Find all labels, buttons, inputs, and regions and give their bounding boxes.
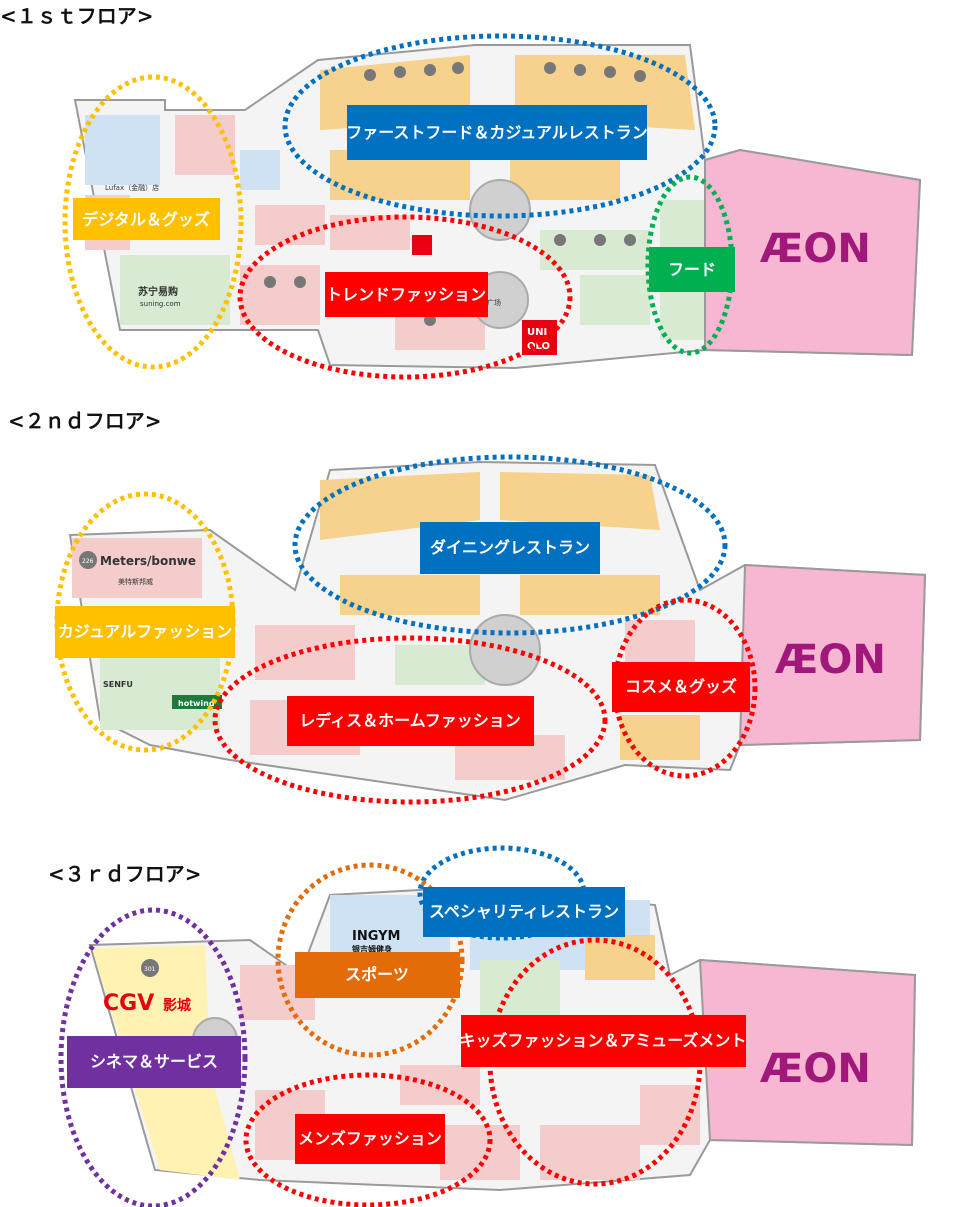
floor1-aeon-anchor [704, 148, 922, 357]
cgv-logo-cn: 影城 [163, 997, 191, 1014]
floor1-shop-digital [85, 115, 160, 185]
under-armour-logo [412, 235, 432, 255]
floor1-zone-digital-outline [62, 74, 244, 370]
cgv-unit-marker [141, 959, 159, 977]
floor1-zone-digital-label: デジタル＆グッズ [82, 210, 210, 229]
cgv-unit-number: 301 [144, 966, 156, 973]
floor2-zone-dining-box [420, 522, 600, 574]
floor2-zone-dining-label: ダイニングレストラン [430, 538, 590, 557]
floor3-zone-specialty-box [423, 887, 625, 937]
uniqlo-logo-bottom: QLO [527, 341, 550, 352]
hotwind-logo: hotwind [178, 699, 215, 708]
floor1-zone-trend-box [325, 272, 488, 317]
ingym-logo-cn: 银吉姆健身 [351, 944, 392, 954]
floor1-zone-food-label: フード [668, 260, 716, 279]
meters-logo: Meters/bonwe [100, 554, 196, 568]
floor2-zone-ladies-outline [212, 635, 608, 805]
floor3-zone-cinema-outline [58, 907, 248, 1207]
meters-logo-cn: 美特斯邦威 [118, 577, 153, 586]
floor3-aeon-anchor [698, 958, 917, 1147]
floor1-shop [240, 150, 280, 190]
floor1-map: 央广场 UNI QLO 苏宁易购 suning.com Lufax（金融）店 Æ… [62, 33, 922, 380]
floor1-zone-fastfood-outline [282, 33, 718, 219]
floor2-shop [620, 715, 700, 760]
floor3-zone-kids-label: キッズファッション＆アミューズメント [460, 1031, 747, 1050]
unit-marker [574, 64, 586, 76]
floor3-map: 301 CGV 影城 INGYM 银吉姆健身 ÆON スペシャリティレストラン … [58, 845, 917, 1207]
floor1-shop [255, 205, 325, 245]
floor3-shop [540, 1125, 640, 1180]
floor3-zone-mens-box [295, 1114, 445, 1164]
suning-logo: 苏宁易购 [138, 285, 178, 298]
floor3-heading: <３ｒｄフロア> [48, 862, 202, 886]
floor2-heading: <２ｎｄフロア> [8, 409, 162, 433]
floor1-zone-food-box [649, 247, 735, 292]
unit-marker [604, 66, 616, 78]
floor3-shop [640, 1085, 700, 1145]
floor1-shop [240, 265, 320, 325]
floor3-zone-specialty-label: スペシャリティレストラン [429, 902, 619, 921]
meters-unit-marker [79, 551, 97, 569]
uniqlo-logo-top: UNI [527, 327, 547, 338]
floor1-shop-suning [120, 255, 230, 325]
floor1-zone-trend-outline [237, 214, 573, 380]
floor2-shop [255, 625, 355, 680]
uniqlo-logo [522, 320, 557, 355]
floor2-dining-east [500, 472, 660, 530]
floor2-shop-meters [72, 538, 202, 598]
lufax-label: Lufax（金融）店 [105, 183, 159, 192]
floor1-aeon-logo: ÆON [760, 226, 871, 272]
floor1-zone-fastfood-box [347, 105, 647, 160]
floor3-shop [480, 960, 560, 1020]
cgv-logo: CGV [103, 991, 154, 1016]
unit-marker [634, 70, 646, 82]
unit-marker [264, 276, 276, 288]
unit-marker [544, 62, 556, 74]
floor2-zone-casual-box [55, 606, 235, 658]
floor1-plaza-label: 央广场 [480, 298, 501, 307]
ingym-logo: INGYM [352, 929, 400, 944]
floor2-aeon-logo: ÆON [775, 637, 886, 683]
unit-marker [624, 234, 636, 246]
floor1-zone-trend-label: トレンドファッション [326, 285, 486, 304]
floor2-map: 226 Meters/bonwe 美特斯邦威 SENFU hotwind ÆON… [54, 454, 927, 805]
floor3-aeon-logo: ÆON [760, 1046, 871, 1092]
floor2-zone-ladies-label: レディス＆ホームファッション [299, 711, 520, 730]
floor3-zone-mens-outline [243, 1072, 493, 1207]
unit-marker [294, 276, 306, 288]
unit-marker [364, 69, 376, 81]
floor1-shop [330, 215, 410, 250]
floor3-zone-kids-box [461, 1015, 746, 1067]
floor2-dining-block [520, 575, 660, 615]
senfu-logo: SENFU [103, 680, 133, 689]
unit-marker [394, 66, 406, 78]
floor2-zone-casual-label: カジュアルファッション [58, 622, 232, 641]
suning-logo-sub: suning.com [140, 300, 181, 308]
floor2-dining-block [340, 575, 480, 615]
floor3-shop [440, 1125, 520, 1180]
meters-unit-number: 226 [82, 558, 94, 565]
floor1-shop [580, 275, 650, 325]
unit-marker [424, 64, 436, 76]
floor1-zone-digital-box [73, 198, 220, 240]
floor2-zone-dining-outline [292, 454, 728, 636]
floor2-zone-cosme-label: コスメ＆グッズ [625, 677, 737, 696]
floor3-zone-sports-outline [275, 862, 465, 1058]
unit-marker [452, 62, 464, 74]
floor3-zone-sports-label: スポーツ [345, 965, 409, 984]
floor2-zone-cosme-box [612, 662, 750, 712]
floor1-heading: <１ｓｔフロア> [0, 4, 154, 28]
floor3-zone-cinema-box [67, 1036, 241, 1088]
unit-marker [594, 234, 606, 246]
floor3-zone-cinema-label: シネマ＆サービス [90, 1052, 218, 1071]
floor2-zone-ladies-box [287, 696, 534, 746]
floor2-atrium [469, 614, 541, 686]
floor1-zone-fastfood-label: ファーストフード＆カジュアルレストラン [346, 123, 648, 142]
unit-marker [554, 234, 566, 246]
floor3-zone-mens-label: メンズファッション [298, 1129, 442, 1148]
floor1-shop [175, 115, 235, 175]
floor3-zone-sports-box [295, 952, 460, 998]
